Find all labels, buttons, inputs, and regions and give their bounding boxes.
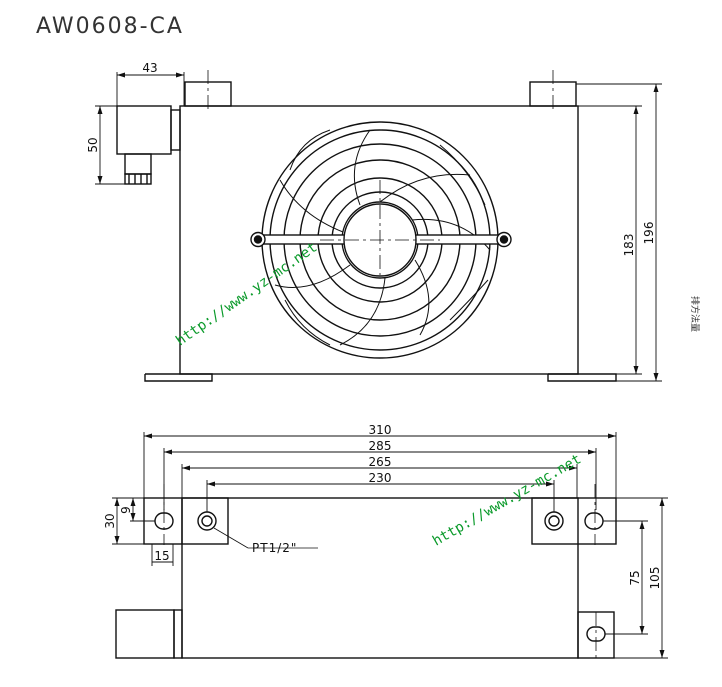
dim-15: 15: [154, 549, 169, 563]
dim-310: 310: [369, 423, 392, 437]
motor-box-bottom: [115, 609, 175, 659]
side-note: 排方法量: [689, 296, 701, 332]
front-view-dimensions: [95, 72, 662, 382]
foot-right: [547, 373, 617, 382]
foot-left: [144, 373, 213, 382]
dim-265: 265: [369, 455, 392, 469]
motor-connector: [116, 105, 172, 155]
watermark-bottom: http://www.yz-mc.net: [430, 451, 584, 549]
watermark-top: http://www.yz-mc.net: [173, 239, 320, 349]
front-view: [116, 70, 617, 382]
cooler-body: [179, 105, 579, 375]
port-hole-right: [544, 511, 564, 531]
drawing-title: AW0608-CA: [36, 14, 184, 39]
dim-285: 285: [369, 439, 392, 453]
dim-30: 30: [103, 513, 117, 528]
bottom-view-dimensions: [112, 432, 668, 659]
dim-75: 75: [628, 570, 642, 585]
port-hole-left: [197, 511, 217, 531]
bottom-body: [181, 497, 579, 659]
dim-motor-width: 43: [142, 61, 157, 75]
dim-height-196: 196: [642, 222, 656, 245]
cable-gland: [124, 173, 152, 185]
dim-105: 105: [648, 567, 662, 590]
dim-motor-height: 50: [86, 137, 100, 152]
port-label: PT1/2": [252, 541, 297, 555]
dim-230: 230: [369, 471, 392, 485]
dim-9: 9: [119, 506, 133, 514]
bottom-view: [115, 484, 617, 660]
dim-height-183: 183: [622, 234, 636, 257]
